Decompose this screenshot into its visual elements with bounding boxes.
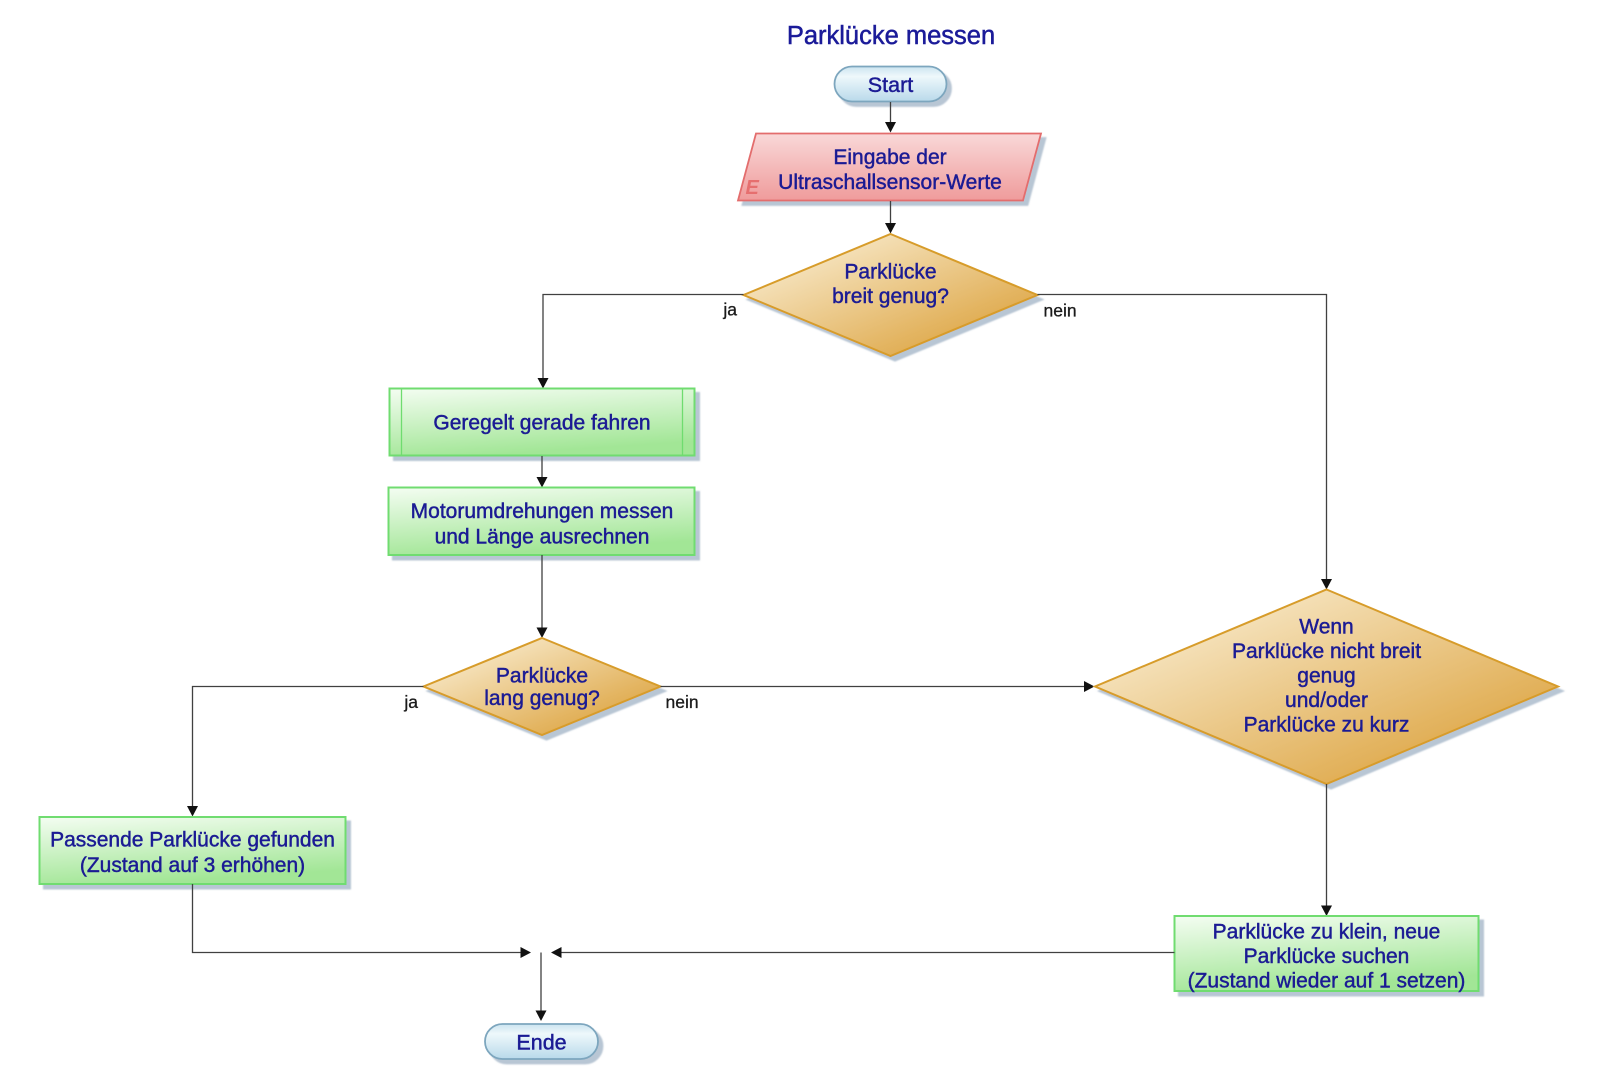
svg-text:ja: ja xyxy=(722,300,737,320)
svg-text:nein: nein xyxy=(666,692,699,712)
svg-text:nein: nein xyxy=(1044,301,1077,321)
svg-text:Parklücke: Parklücke xyxy=(496,664,588,687)
svg-text:Geregelt gerade fahren: Geregelt gerade fahren xyxy=(433,412,650,435)
svg-text:genug: genug xyxy=(1297,665,1355,688)
svg-text:Parklücke messen: Parklücke messen xyxy=(787,22,995,50)
svg-text:Parklücke suchen: Parklücke suchen xyxy=(1244,945,1410,968)
svg-text:Parklücke zu klein, neue: Parklücke zu klein, neue xyxy=(1213,921,1441,944)
svg-text:breit genug?: breit genug? xyxy=(832,285,949,308)
svg-text:Parklücke nicht breit: Parklücke nicht breit xyxy=(1232,640,1421,663)
svg-text:Wenn: Wenn xyxy=(1299,616,1353,639)
svg-text:Ende: Ende xyxy=(516,1031,566,1055)
svg-text:(Zustand auf 3 erhöhen): (Zustand auf 3 erhöhen) xyxy=(80,854,305,877)
svg-text:lang genug?: lang genug? xyxy=(484,687,600,710)
svg-text:und Länge ausrechnen: und Länge ausrechnen xyxy=(435,526,650,549)
svg-text:Motorumdrehungen messen: Motorumdrehungen messen xyxy=(411,500,674,523)
svg-text:Passende Parklücke gefunden: Passende Parklücke gefunden xyxy=(50,829,335,852)
svg-text:Parklücke zu kurz: Parklücke zu kurz xyxy=(1244,714,1410,737)
svg-text:E: E xyxy=(746,177,760,199)
svg-text:und/oder: und/oder xyxy=(1285,689,1368,712)
svg-text:ja: ja xyxy=(403,692,418,712)
svg-text:(Zustand wieder auf 1 setzen): (Zustand wieder auf 1 setzen) xyxy=(1188,970,1466,993)
svg-text:Ultraschallsensor-Werte: Ultraschallsensor-Werte xyxy=(778,171,1002,194)
svg-text:Parklücke: Parklücke xyxy=(844,261,936,284)
svg-text:Eingabe der: Eingabe der xyxy=(833,146,946,169)
svg-text:Start: Start xyxy=(868,73,913,97)
